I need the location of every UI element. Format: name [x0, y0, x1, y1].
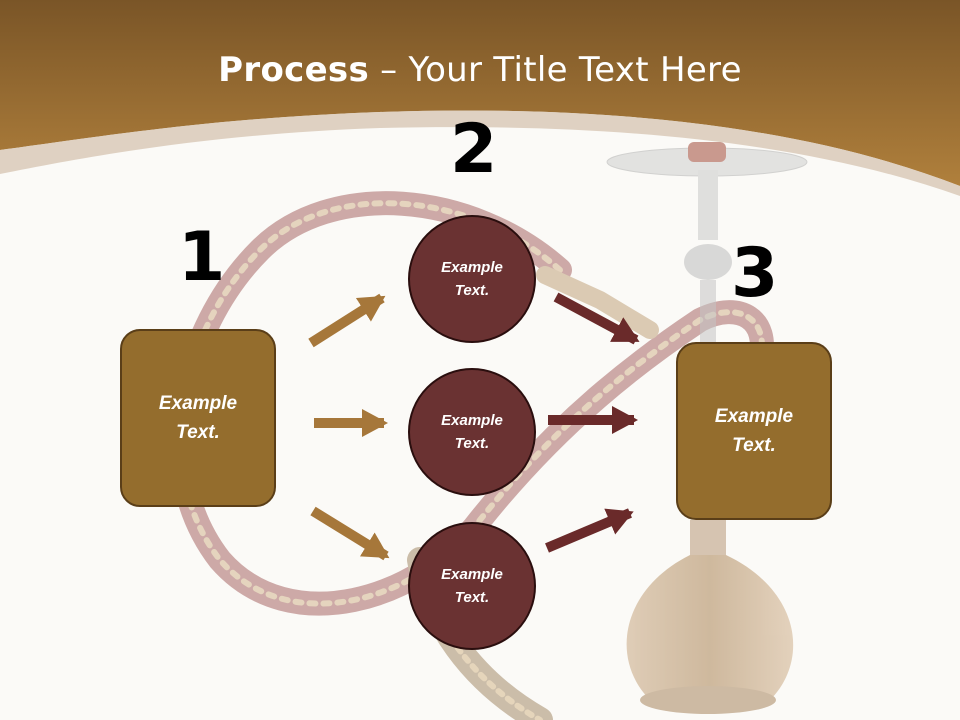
- middle-circle-bottom-text: Example Text.: [441, 566, 503, 606]
- title-rest: – Your Title Text Here: [369, 50, 742, 90]
- middle-circle-center[interactable]: Example Text.: [408, 368, 536, 496]
- step-number-3: 3: [731, 234, 779, 313]
- middle-circle-top[interactable]: Example Text.: [408, 215, 536, 343]
- header-band: [0, 0, 960, 186]
- step-1-text: Example Text.: [158, 393, 238, 443]
- middle-circle-center-text: Example Text.: [441, 412, 503, 452]
- middle-circle-bottom[interactable]: Example Text.: [408, 522, 536, 650]
- title-bold: Process: [218, 50, 370, 90]
- step-number-1: 1: [178, 218, 226, 297]
- step-1-box[interactable]: Example Text.: [120, 329, 276, 507]
- hookah-image: [606, 142, 808, 714]
- step-number-2: 2: [450, 110, 498, 189]
- step-3-text: Example Text.: [714, 406, 794, 456]
- slide-title: Process – Your Title Text Here: [0, 50, 960, 90]
- step-3-box[interactable]: Example Text.: [676, 342, 832, 520]
- middle-circle-top-text: Example Text.: [441, 259, 503, 299]
- header-swoosh: [0, 110, 960, 196]
